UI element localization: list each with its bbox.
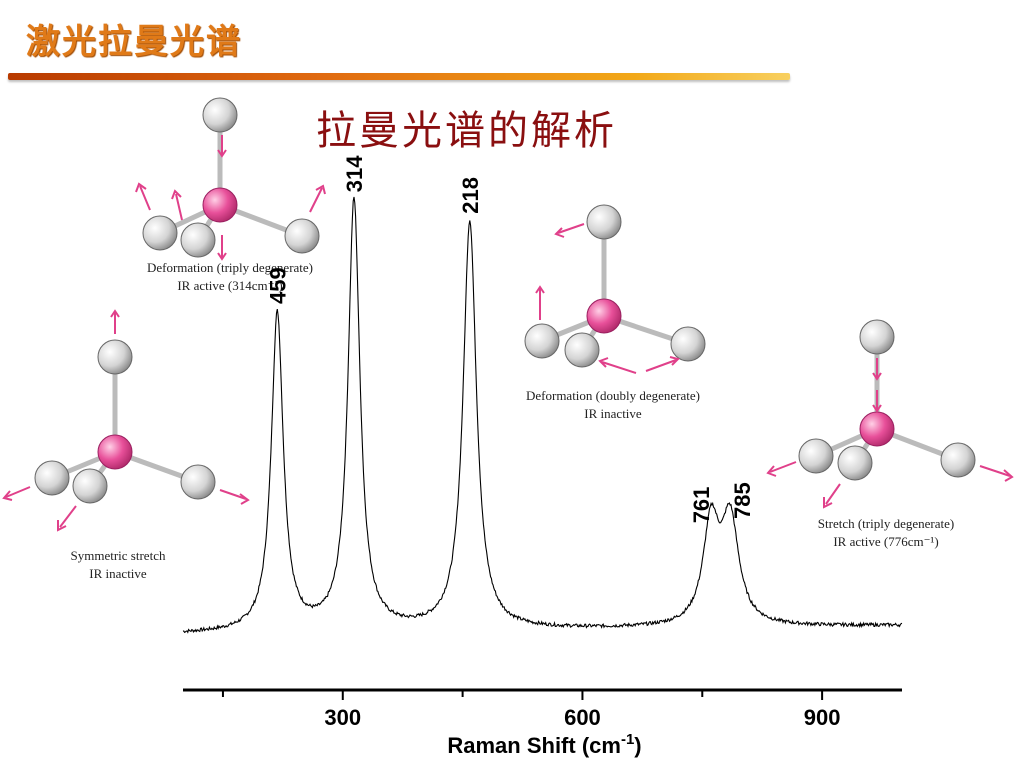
- molecule-deformation-doubly: Deformation (doubly degenerate) IR inact…: [524, 204, 706, 421]
- spectrum-trace: [182, 196, 903, 634]
- arrow-icon: [766, 358, 1014, 509]
- diagram-2-line2: IR inactive: [89, 566, 147, 581]
- raman-spectrum-chart: 300 600 900 459 314 218 761 785 Raman Shift (c…: [182, 155, 903, 758]
- diagram-4-line1: Stretch (triply degenerate): [818, 516, 954, 531]
- arrow-icon: [2, 309, 250, 532]
- diagram-2-line1: Symmetric stretch: [71, 548, 166, 563]
- x-tick-label: 900: [804, 705, 841, 730]
- page-subtitle: 拉曼光谱的解析: [316, 108, 617, 154]
- header-divider: [8, 73, 790, 80]
- peak-label: 785: [730, 482, 755, 519]
- diagram-3-line1: Deformation (doubly degenerate): [526, 388, 700, 403]
- peak-label: 218: [458, 177, 483, 214]
- peak-label: 314: [342, 155, 367, 192]
- diagram-1-line1: Deformation (triply degenerate): [147, 260, 313, 275]
- diagram-4-line2: IR active (776cm⁻¹): [833, 534, 938, 549]
- peak-label: 761: [689, 487, 714, 524]
- diagram-1-line2: IR active (314cm⁻¹): [177, 278, 282, 293]
- header-title: 激光拉曼光谱: [26, 22, 242, 62]
- diagram-3-line2: IR inactive: [584, 406, 642, 421]
- molecule-stretch-triply: Stretch (triply degenerate) IR active (7…: [766, 319, 1014, 549]
- arrow-icon: [135, 135, 326, 261]
- molecule-deformation-triply: Deformation (triply degenerate) IR activ…: [135, 97, 326, 293]
- x-tick-label: 300: [324, 705, 361, 730]
- arrow-icon: [535, 223, 680, 374]
- molecule-symmetric-stretch: Symmetric stretch IR inactive: [2, 309, 250, 581]
- x-tick-label: 600: [564, 705, 601, 730]
- x-axis-label: Raman Shift (cm-1): [447, 731, 641, 758]
- peak-label: 459: [265, 267, 290, 304]
